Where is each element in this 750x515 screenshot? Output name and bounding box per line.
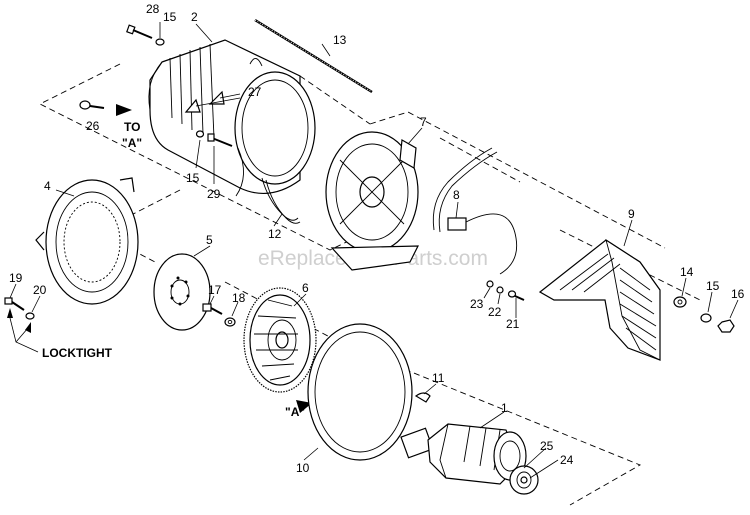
part-bolt-top [126,24,165,46]
arrow-ref-a [296,400,312,413]
part-small-hardware [486,280,525,301]
part-bolt-17 [202,303,236,327]
callout-15-top: 15 [163,10,177,24]
callout-26: 26 [86,119,100,133]
part-wedges [184,90,225,113]
callout-10: 10 [296,461,310,475]
callout-19: 19 [9,271,23,285]
callout-leaders [9,22,739,479]
callout-14: 14 [680,265,694,279]
callout-23: 23 [470,297,484,311]
callout-18: 18 [232,291,246,305]
part-key [414,392,431,403]
callout-17: 17 [208,283,222,297]
callout-13: 13 [333,33,347,47]
callout-25: 25 [540,439,554,453]
callout-15-mid: 15 [186,171,200,185]
note-to-ref: "A" [122,136,142,150]
part-washers-right [673,296,735,333]
part-bolt-19 [4,297,35,320]
part-brush-holder [432,147,518,275]
callout-6: 6 [302,281,309,295]
part-bolt-29 [195,130,233,147]
callout-12: 12 [268,227,282,241]
callout-numbers: 2 28 15 13 27 26 TO "A" 15 29 12 7 8 9 4… [9,2,745,475]
part-bolt-26 [79,100,105,110]
arrow-to-a [116,104,132,116]
callout-16: 16 [731,287,745,301]
callout-22: 22 [488,305,502,319]
callout-20: 20 [33,283,47,297]
callout-28: 28 [146,2,160,16]
part-rotor [400,423,539,495]
callout-1: 1 [501,401,508,415]
part-flex-plate [153,253,211,331]
assembly-dashed-guides [38,63,701,506]
part-grille-cover [538,238,661,361]
callout-29: 29 [207,187,221,201]
note-locktight: LOCKTIGHT [42,346,113,360]
callout-7: 7 [420,115,427,129]
callout-2: 2 [191,10,198,24]
callout-24: 24 [560,453,574,467]
callout-21: 21 [506,317,520,331]
part-fan [243,287,317,393]
part-seal-ring [307,323,413,461]
callout-5: 5 [206,233,213,247]
callout-9: 9 [628,207,635,221]
part-stator-housing [148,39,316,197]
locktight-leaders [7,308,39,353]
callout-8: 8 [453,188,460,202]
callout-27: 27 [248,85,262,99]
callout-11: 11 [432,371,445,385]
part-end-bracket [325,131,419,271]
note-ref-a: "A" [285,405,305,419]
callout-15-right: 15 [706,279,720,293]
note-to: TO [124,120,140,134]
callout-4: 4 [44,179,51,193]
part-stud [254,18,373,94]
part-rear-housing [35,177,139,305]
